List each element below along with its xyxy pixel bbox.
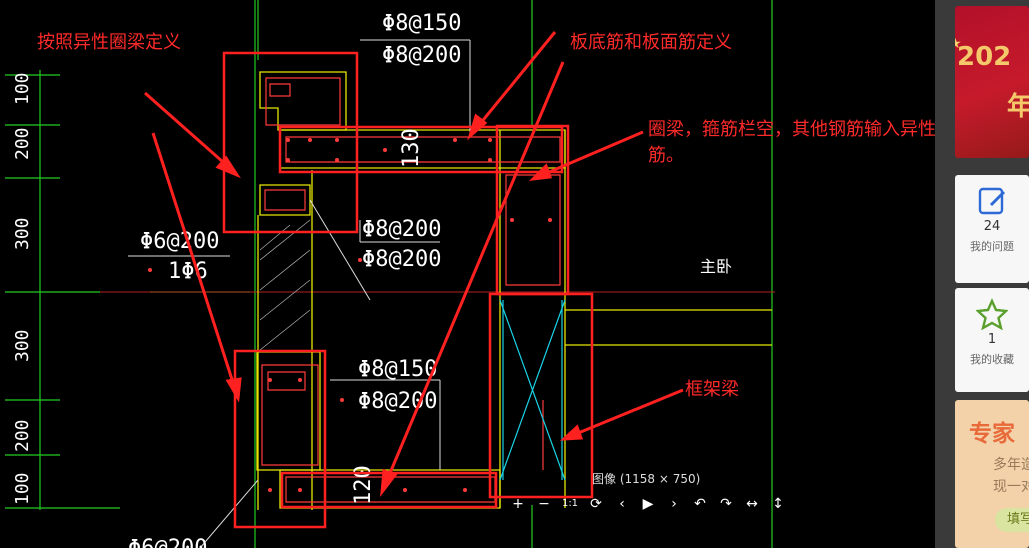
rebar-labels: Φ8@150 Φ8@200 Φ8@200 Φ8@200 Φ6@200 1Φ6 Φ…	[128, 11, 732, 548]
dim-label: 200	[12, 127, 33, 160]
image-viewer[interactable]: 100 200 300 300 200 100 Φ8@150 Φ8@200 Φ8…	[0, 0, 935, 548]
rotate-right-button[interactable]: ↷	[720, 496, 732, 512]
promo-expert-title: 专家	[969, 421, 1015, 447]
rebar-label: Φ8@200	[362, 247, 441, 272]
annotation-boxes	[222, 51, 594, 529]
dim-label: 300	[12, 217, 33, 250]
promo-line-1: 多年造价	[993, 457, 1029, 473]
favorites-label: 我的收藏	[970, 353, 1014, 366]
frame-beam-x	[499, 299, 566, 481]
prev-button[interactable]: ‹	[619, 496, 625, 512]
rebar-label: Φ8@200	[362, 217, 441, 242]
rebar-label: Φ8@200	[358, 389, 437, 414]
reset-button[interactable]: ⟳	[590, 496, 602, 512]
promo-year-char: 年	[1007, 92, 1029, 122]
dim-label: 200	[12, 419, 33, 452]
slab-thickness: 130	[399, 128, 424, 168]
promo-banner-top[interactable]: ★ 202 年	[955, 6, 1029, 158]
flip-vertical-button[interactable]: ↕	[772, 496, 784, 512]
wall-hatch	[259, 219, 311, 351]
play-button[interactable]: ▶	[642, 496, 654, 512]
dim-label: 300	[12, 329, 33, 362]
zoom-out-button[interactable]: −	[538, 496, 550, 512]
rebar-label: Φ6@200	[140, 229, 219, 254]
cad-drawing: 100 200 300 300 200 100 Φ8@150 Φ8@200 Φ8…	[5, 0, 775, 548]
promo-banner-expert[interactable]: 专家 多年造价 现一对一 填写问	[955, 400, 1029, 548]
actual-size-button[interactable]: 1:1	[561, 498, 579, 509]
annotation-ring-beam-1: 圈梁，箍筋栏空，其他钢筋输入异性箍	[648, 119, 935, 140]
dim-label: 100	[12, 72, 33, 105]
slab-thickness: 120	[351, 465, 376, 505]
edit-icon	[978, 187, 1006, 215]
image-info: 图像 (1158 × 750)	[592, 472, 701, 486]
annotation-arrows	[144, 31, 684, 498]
rebar-label: Φ8@200	[382, 43, 461, 68]
rebar-label: 1Φ6	[168, 259, 208, 284]
rebar-label: Φ6@200	[128, 536, 207, 548]
rebar-label: Φ8@150	[382, 11, 461, 36]
zoom-in-button[interactable]: +	[512, 496, 524, 512]
promo-line-2: 现一对一	[993, 479, 1029, 495]
rotate-left-button[interactable]: ↶	[694, 496, 706, 512]
star-icon	[976, 298, 1008, 330]
my-questions-card[interactable]: 24 我的问题	[955, 175, 1029, 283]
my-favorites-card[interactable]: 1 我的收藏	[955, 288, 1029, 392]
star-decoration-icon: ★	[955, 36, 962, 52]
rebar-dots	[148, 138, 552, 492]
questions-count: 24	[983, 219, 1001, 234]
questions-label: 我的问题	[970, 240, 1014, 253]
grid-lines	[5, 0, 773, 548]
rebar-label: Φ8@150	[358, 357, 437, 382]
fill-form-button[interactable]: 填写问	[995, 508, 1029, 532]
annotation-ring-beam-2: 筋。	[648, 145, 684, 166]
annotation-top-right: 板底筋和板面筋定义	[570, 32, 732, 53]
right-sidebar: ★ 202 年 24 我的问题 1 我的收藏 专家 多年造价 现一对一 填写问	[935, 0, 1029, 548]
annotation-frame-beam: 框架梁	[685, 379, 739, 400]
favorites-count: 1	[987, 332, 997, 347]
viewer-toolbar: + − 1:1 ⟳ ‹ ▶ › ↶ ↷ ↔ ↕	[505, 493, 791, 515]
dim-label: 100	[12, 472, 33, 505]
leader-lines	[128, 39, 471, 548]
room-label: 主卧	[700, 257, 732, 276]
flip-horizontal-button[interactable]: ↔	[746, 496, 758, 512]
next-button[interactable]: ›	[671, 496, 677, 512]
promo-year-text: 202	[957, 42, 1012, 72]
annotation-left: 按照异性圈梁定义	[37, 32, 181, 53]
dimension-labels: 100 200 300 300 200 100	[12, 72, 33, 505]
